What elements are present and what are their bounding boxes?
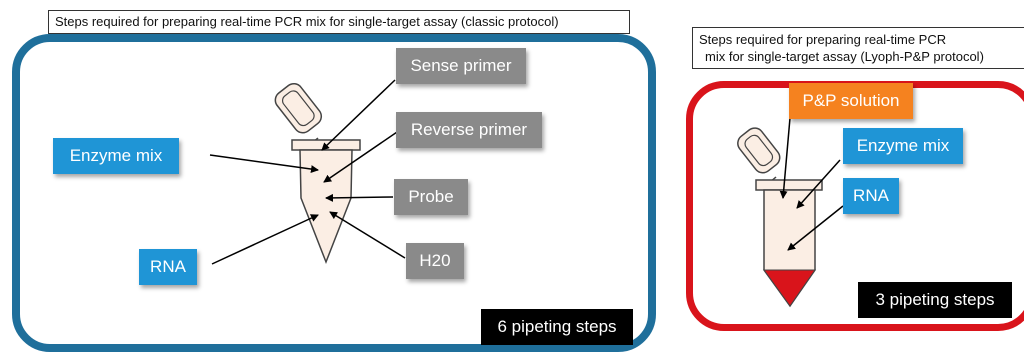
lyoph-tube-icon	[737, 127, 823, 308]
arrow-h2o	[329, 211, 406, 259]
label-h2o: H20	[406, 243, 464, 279]
arrow-pp-solution	[779, 117, 791, 199]
arrow-probe	[325, 193, 394, 202]
label-lyoph-rna: RNA	[843, 178, 899, 214]
lyoph-title-line-1: Steps required for preparing real-time P…	[699, 32, 947, 47]
label-pp-solution: P&P solution	[789, 83, 913, 119]
label-enzyme-mix: Enzyme mix	[53, 138, 179, 174]
classic-tube-icon	[274, 82, 361, 265]
label-reverse-primer: Reverse primer	[396, 112, 542, 148]
arrow-lyoph-rna	[787, 205, 844, 251]
classic-protocol-title: Steps required for preparing real-time P…	[48, 10, 630, 34]
classic-arrows	[209, 79, 406, 265]
classic-pipeting-steps-badge: 6 pipeting steps	[481, 309, 633, 345]
lyoph-protocol-title: Steps required for preparing real-time P…	[692, 27, 1024, 69]
arrow-sense-primer	[321, 79, 396, 151]
label-probe: Probe	[394, 179, 468, 215]
lyoph-pipeting-steps-badge: 3 pipeting steps	[858, 282, 1012, 318]
lyoph-arrows	[779, 117, 844, 251]
label-lyoph-enzyme-mix: Enzyme mix	[843, 128, 963, 164]
arrow-enzyme-mix	[209, 154, 319, 173]
lyoph-title-line-2: mix for single-target assay (Lyoph-P&P p…	[705, 49, 984, 64]
label-rna: RNA	[139, 249, 197, 285]
label-sense-primer: Sense primer	[396, 48, 526, 84]
arrow-lyoph-enzyme-mix	[796, 159, 841, 209]
arrow-rna	[211, 214, 319, 265]
arrow-reverse-primer	[323, 129, 401, 183]
